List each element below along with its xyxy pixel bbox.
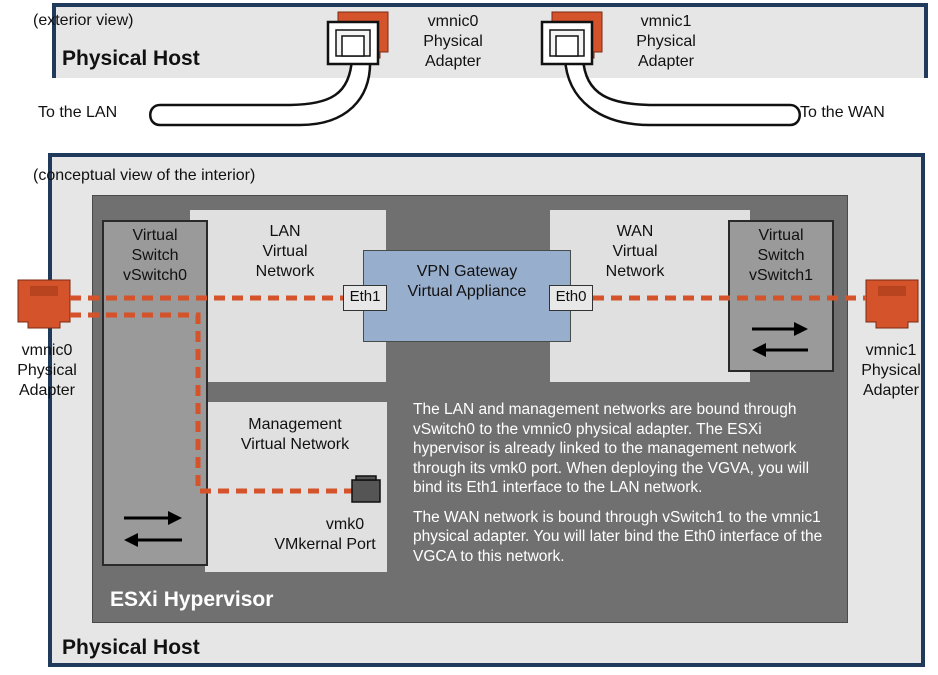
vpn-gateway-appliance	[363, 250, 571, 342]
eth1-port: Eth1	[343, 285, 387, 311]
left-nic-label: vmnic0 Physical Adapter	[17, 342, 77, 399]
exterior-caption: (exterior view)	[33, 12, 134, 29]
exterior-host-label: Physical Host	[62, 47, 200, 70]
vswitch0-label: Virtual Switch vSwitch0	[122, 227, 188, 284]
cable-plug-icon	[326, 20, 380, 66]
hypervisor-label: ESXi Hypervisor	[110, 588, 274, 611]
lan-cable	[149, 56, 372, 127]
link-lines	[70, 295, 866, 494]
switch-arrows-icon	[752, 322, 808, 357]
mgmt-network-label: Management Virtual Network	[240, 416, 350, 453]
exterior-nic1-label: vmnic1 Physical Adapter	[636, 13, 696, 70]
vmk-label: vmk0 VMkernal Port	[274, 516, 376, 553]
vpn-label: VPN Gateway Virtual Appliance	[407, 263, 527, 300]
eth0-port: Eth0	[549, 285, 593, 311]
ethernet-port-icon	[17, 279, 71, 329]
cable-plug-icon	[540, 20, 594, 66]
wan-cable-label: To the WAN	[800, 104, 885, 121]
interior-caption: (conceptual view of the interior)	[33, 167, 256, 184]
switch-arrows-icon	[124, 511, 182, 547]
exterior-host-frame	[52, 3, 928, 78]
lan-network-label: LAN Virtual Network	[255, 223, 315, 280]
description-paragraph: The LAN and management networks are boun…	[413, 401, 810, 496]
lan-cable-label: To the LAN	[38, 104, 118, 121]
description-paragraph: The WAN network is bound through vSwitch…	[413, 508, 823, 565]
exterior-cables-svg	[149, 11, 801, 127]
vswitch0	[102, 220, 208, 566]
interior-host-label: Physical Host	[62, 636, 200, 659]
right-nic-label: vmnic1 Physical Adapter	[861, 342, 921, 399]
exterior-nic0-label: vmnic0 Physical Adapter	[423, 13, 483, 70]
ethernet-port-icon	[865, 279, 919, 329]
wan-network-label: WAN Virtual Network	[605, 223, 665, 280]
wan-cable	[563, 56, 801, 127]
description-text: The LAN and management networks are boun…	[413, 400, 833, 576]
vswitch1-label: Virtual Switch vSwitch1	[748, 227, 814, 284]
vmk-port-icon	[351, 475, 381, 503]
